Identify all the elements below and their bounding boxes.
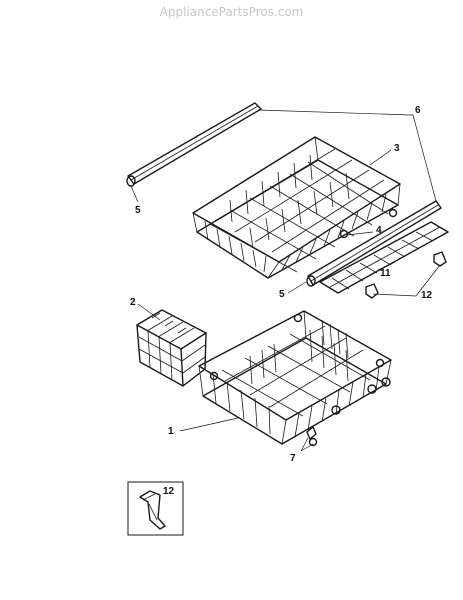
- rack-wheel-assembly: [306, 426, 318, 447]
- callout-labels: 6 3 5 4 11 5 12 2 1 7 12: [130, 105, 433, 497]
- lower-dish-rack: [198, 310, 392, 445]
- clip-detail-box: [127, 481, 184, 536]
- shelf-clip-2: [433, 251, 447, 267]
- cup-shelf: [319, 221, 449, 294]
- callout-3: 3: [394, 143, 400, 154]
- callout-2: 2: [130, 297, 136, 308]
- watermark: AppliancePartsPros.com: [159, 5, 304, 19]
- upper-rack-rail-left: [126, 102, 262, 187]
- callout-11: 11: [380, 268, 391, 279]
- silverware-basket: [136, 309, 207, 387]
- callout-5-lower: 5: [279, 289, 285, 300]
- leader-lines: [130, 109, 441, 452]
- callout-12-detail: 12: [163, 486, 175, 497]
- callout-7: 7: [290, 453, 296, 464]
- callout-12: 12: [421, 290, 433, 301]
- callout-1: 1: [168, 426, 174, 437]
- callout-4: 4: [376, 225, 382, 236]
- callout-5-upper: 5: [135, 205, 141, 216]
- upper-dish-rack: [192, 136, 401, 279]
- upper-rack-rail-right: [306, 200, 442, 287]
- callout-6: 6: [415, 105, 421, 116]
- shelf-clip-1: [365, 283, 379, 299]
